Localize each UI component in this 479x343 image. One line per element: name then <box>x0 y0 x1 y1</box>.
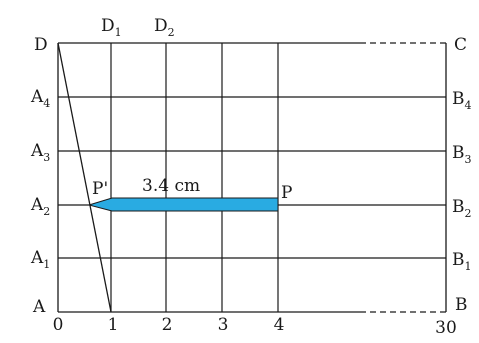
tick-label-3: 3 <box>218 315 229 335</box>
top-label-d1: D1 <box>101 16 122 39</box>
right-label-b1: B1 <box>452 250 472 273</box>
left-label-d: D <box>34 35 48 55</box>
left-label-a3: A3 <box>30 141 50 164</box>
right-label-c: C <box>454 35 467 55</box>
right-label-b2: B2 <box>452 197 472 220</box>
right-label-b3: B3 <box>452 143 472 166</box>
tick-label-2: 2 <box>162 315 173 335</box>
right-label-b: B <box>455 295 468 315</box>
measurement-arrow <box>87 197 279 212</box>
right-label-b4: B4 <box>452 89 472 112</box>
diagonal-line <box>57 42 112 313</box>
tick-label-4: 4 <box>274 315 285 335</box>
point-label-p: P <box>281 183 292 203</box>
measurement-label: 3.4 cm <box>142 176 200 196</box>
left-label-a4: A4 <box>30 87 50 110</box>
top-label-d2: D2 <box>154 16 175 39</box>
left-label-a2: A2 <box>30 195 50 218</box>
tick-label-0: 0 <box>53 315 64 335</box>
point-label-p-prime: P' <box>92 179 108 199</box>
tick-label-1: 1 <box>108 315 119 335</box>
left-label-a: A <box>32 297 46 317</box>
left-label-a1: A1 <box>30 248 50 271</box>
tick-label-30: 30 <box>435 318 457 338</box>
